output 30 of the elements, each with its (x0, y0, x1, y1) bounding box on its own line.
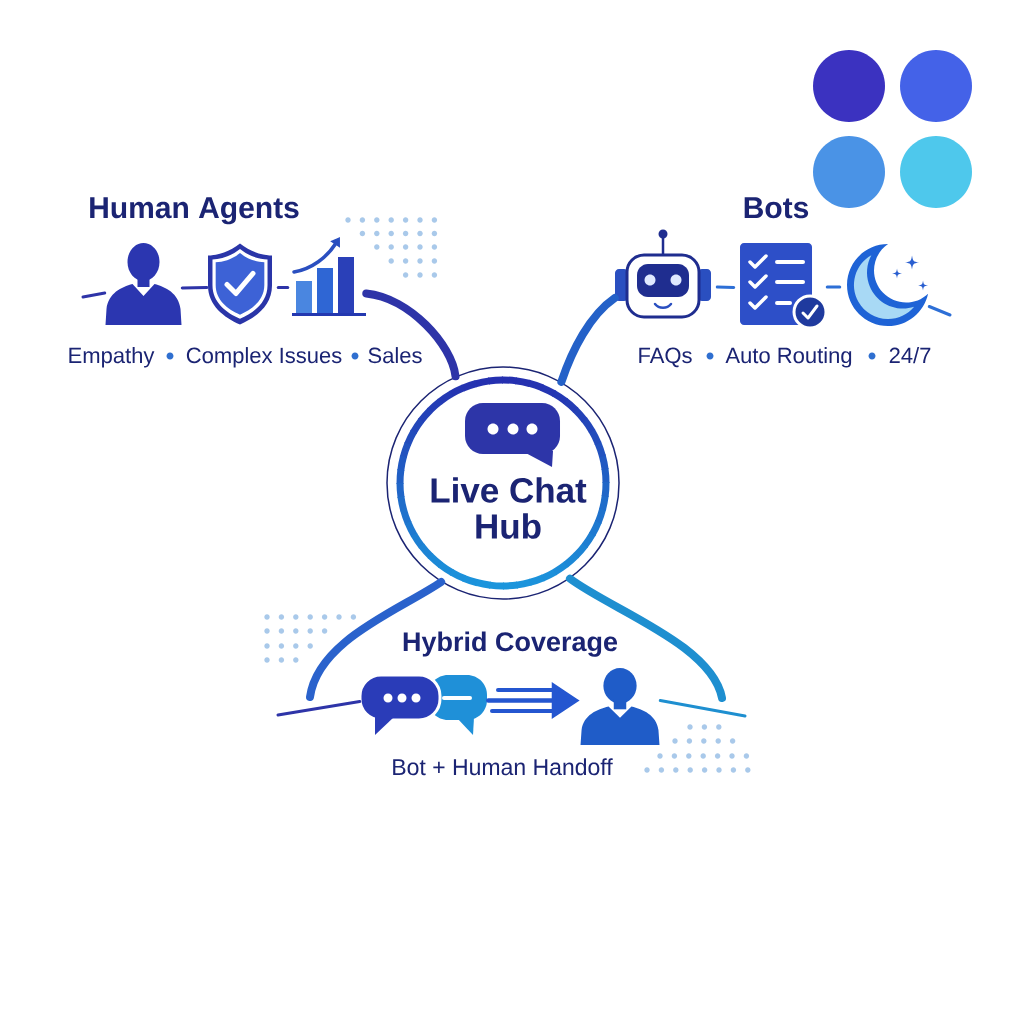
connector-line (81, 291, 107, 299)
moon-icon (847, 244, 929, 326)
person-icon (105, 243, 182, 325)
person-icon (580, 668, 660, 745)
connector-line (557, 294, 619, 386)
feature-label: Auto Routing (725, 347, 852, 368)
connector-line (362, 289, 460, 381)
section-heading: Bots (744, 197, 809, 219)
connector-line (306, 578, 446, 701)
shield-icon (208, 243, 272, 325)
feature-label: 24/7 (889, 347, 931, 364)
connector-line (927, 305, 952, 317)
section-heading: Hybrid Coverage (403, 631, 618, 657)
feature-label: Sales (368, 347, 422, 364)
connector-line (658, 699, 747, 718)
robot-icon (615, 229, 711, 319)
connector-line (565, 574, 726, 702)
feature-label: Complex Issues (186, 347, 342, 368)
connector-line (825, 285, 842, 289)
feature-label: FAQs (639, 347, 692, 368)
section-heading: Human Agents (90, 197, 299, 225)
bar-chart-icon (292, 237, 366, 316)
feature-label: Empathy (69, 347, 155, 368)
connector-line (715, 285, 736, 289)
chat-bubbles-icon (358, 673, 487, 735)
checklist-icon (740, 243, 828, 330)
caption: Bot + Human Handoff (393, 758, 613, 776)
connector-line (180, 286, 209, 290)
connector-line (276, 286, 290, 289)
connector-line (276, 700, 362, 717)
